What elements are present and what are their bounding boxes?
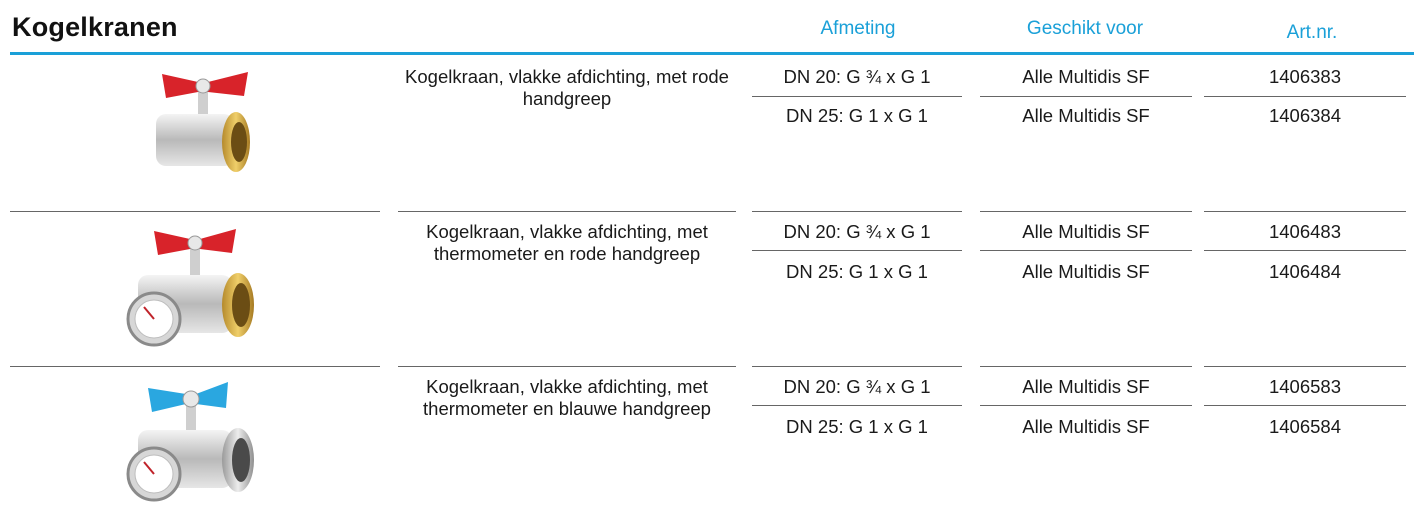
- header-rule: [10, 52, 1414, 55]
- product-row: Kogelkraan, vlakke afdichting, met therm…: [0, 211, 1414, 361]
- row-separator: [398, 211, 736, 212]
- ball-valve-red-handle-image: [156, 72, 250, 172]
- row-divider: [1204, 96, 1406, 97]
- artnr-cell: 1406384: [1268, 105, 1342, 126]
- artnr-cell: 1406584: [1268, 416, 1342, 437]
- column-header-geschikt-voor: Geschikt voor: [1026, 18, 1144, 39]
- ball-valve-thermometer-blue-handle-image: [126, 382, 254, 502]
- row-divider: [752, 96, 962, 97]
- row-divider: [1204, 250, 1406, 251]
- product-description: Kogelkraan, vlakke afdichting, met therm…: [426, 221, 708, 264]
- row-separator: [398, 366, 736, 367]
- geschikt-voor-cell: Alle Multidis SF: [1022, 416, 1150, 437]
- column-header-artnr: Art.nr.: [1286, 22, 1338, 43]
- artnr-cell: 1406583: [1268, 376, 1342, 397]
- geschikt-voor-cell: Alle Multidis SF: [1022, 221, 1150, 242]
- geschikt-voor-cell: Alle Multidis SF: [1022, 105, 1150, 126]
- row-divider: [980, 405, 1192, 406]
- row-separator: [1204, 211, 1406, 212]
- row-divider: [752, 250, 962, 251]
- ball-valve-thermometer-red-handle-image: [126, 229, 254, 347]
- row-divider: [752, 405, 962, 406]
- afmeting-cell: DN 25: G 1 x G 1: [786, 416, 928, 437]
- artnr-cell: 1406484: [1268, 261, 1342, 282]
- row-separator: [10, 366, 380, 367]
- row-divider: [1204, 405, 1406, 406]
- geschikt-voor-cell: Alle Multidis SF: [1022, 376, 1150, 397]
- row-divider: [980, 250, 1192, 251]
- product-description: Kogelkraan, vlakke afdichting, met rode …: [405, 66, 729, 109]
- geschikt-voor-cell: Alle Multidis SF: [1022, 261, 1150, 282]
- row-separator: [752, 211, 962, 212]
- afmeting-cell: DN 25: G 1 x G 1: [786, 261, 928, 282]
- column-header-afmeting: Afmeting: [820, 18, 896, 39]
- product-description: Kogelkraan, vlakke afdichting, met therm…: [423, 376, 711, 419]
- row-divider: [980, 96, 1192, 97]
- product-row: Kogelkraan, vlakke afdichting, met rode …: [0, 58, 1414, 208]
- afmeting-cell: DN 20: G ¾ x G 1: [783, 66, 931, 87]
- product-row: Kogelkraan, vlakke afdichting, met therm…: [0, 366, 1414, 516]
- artnr-cell: 1406483: [1268, 221, 1342, 242]
- row-separator: [752, 366, 962, 367]
- artnr-cell: 1406383: [1268, 66, 1342, 87]
- row-separator: [980, 366, 1192, 367]
- row-separator: [10, 211, 380, 212]
- afmeting-cell: DN 20: G ¾ x G 1: [783, 376, 931, 397]
- page-title: Kogelkranen: [12, 12, 178, 42]
- afmeting-cell: DN 25: G 1 x G 1: [786, 105, 928, 126]
- afmeting-cell: DN 20: G ¾ x G 1: [783, 221, 931, 242]
- geschikt-voor-cell: Alle Multidis SF: [1022, 66, 1150, 87]
- row-separator: [1204, 366, 1406, 367]
- row-separator: [980, 211, 1192, 212]
